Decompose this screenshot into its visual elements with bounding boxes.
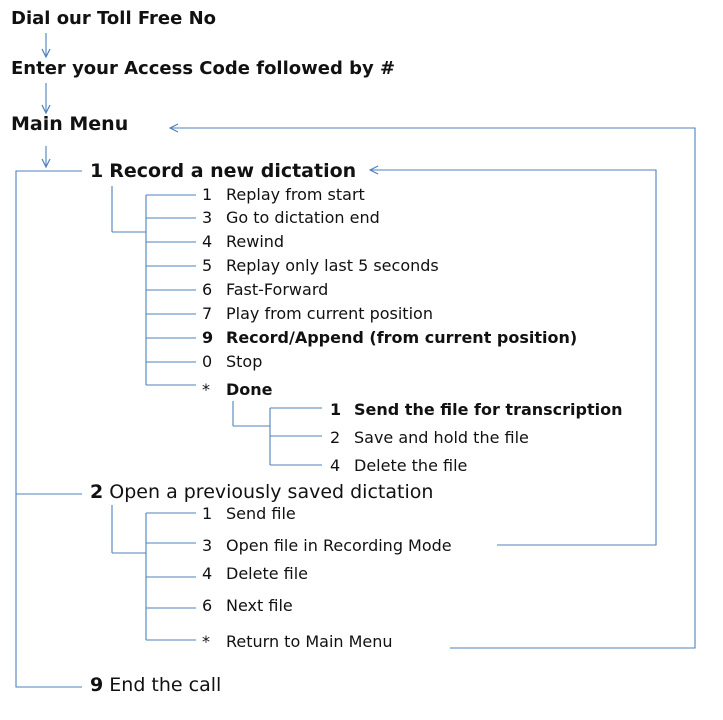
loop-recording-mode-to-record (370, 170, 657, 546)
menu-label: Open a previously saved dictation (109, 481, 434, 503)
record-option-done: *Done (202, 380, 273, 399)
main-menu-title: Main Menu (11, 113, 129, 135)
menu-end-call: 9 End the call (90, 676, 221, 695)
step-dial: Dial our Toll Free No (11, 8, 217, 29)
menu-key: 9 (90, 674, 104, 696)
menu-label: Record a new dictation (109, 160, 357, 182)
menu-record-new-dictation: 1 Record a new dictation (90, 162, 356, 181)
main-spine (15, 170, 82, 688)
menu-key: 2 (90, 481, 104, 503)
menu-key: 1 (90, 160, 104, 182)
menu-label: End the call (109, 674, 222, 696)
open-option: *Return to Main Menu (202, 632, 393, 651)
loop-return-to-main-menu (170, 128, 696, 649)
step-access-code: Enter your Access Code followed by # (11, 58, 396, 79)
menu-open-saved-dictation: 2 Open a previously saved dictation (90, 483, 433, 502)
